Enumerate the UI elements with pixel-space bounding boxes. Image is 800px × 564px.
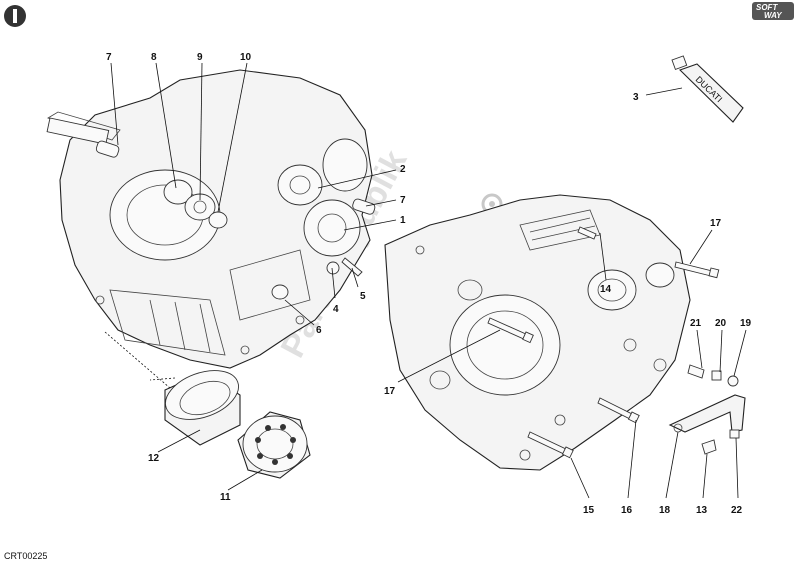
callout-3: 3 (633, 92, 639, 103)
callout-13: 13 (696, 505, 708, 516)
right-crankcase-half (384, 194, 691, 471)
callout-21: 21 (690, 318, 702, 329)
callout-20: 20 (715, 318, 727, 329)
bracket-18 (668, 394, 746, 455)
callout-4: 4 (333, 304, 339, 315)
callout-labels: 7 8 9 10 2 7 1 4 5 6 3 14 17 17 21 20 19… (106, 52, 752, 516)
drawing-code: CRT00225 (4, 551, 47, 561)
bearing-11 (237, 411, 311, 479)
bushing-12 (164, 370, 241, 446)
callout-5: 5 (360, 291, 366, 302)
callout-2: 2 (400, 164, 406, 175)
sealant-tube-3: DUCATI (671, 55, 744, 123)
svg-text:WAY: WAY (764, 11, 782, 20)
callout-18: 18 (659, 505, 671, 516)
callout-19: 19 (740, 318, 752, 329)
callout-16: 16 (621, 505, 633, 516)
callout-8: 8 (151, 52, 157, 63)
callout-10: 10 (240, 52, 252, 63)
brand-logo: SOFT WAY (752, 2, 794, 20)
callout-14: 14 (600, 284, 612, 295)
callout-15: 15 (583, 505, 595, 516)
callout-1: 1 (400, 215, 406, 226)
callout-9: 9 (197, 52, 203, 63)
callout-12: 12 (148, 453, 160, 464)
callout-7: 7 (400, 195, 406, 206)
callout-6: 6 (316, 325, 322, 336)
leader-lines (110, 62, 747, 499)
bolts-right-half (487, 226, 739, 459)
left-crankcase-half (46, 69, 376, 369)
callout-17: 17 (710, 218, 722, 229)
callout-7: 7 (106, 52, 112, 63)
callout-22: 22 (731, 505, 743, 516)
callout-11: 11 (220, 492, 231, 503)
section-marker-icon (4, 5, 26, 27)
callout-17: 17 (384, 386, 396, 397)
svg-text:SOFT: SOFT (756, 3, 778, 12)
